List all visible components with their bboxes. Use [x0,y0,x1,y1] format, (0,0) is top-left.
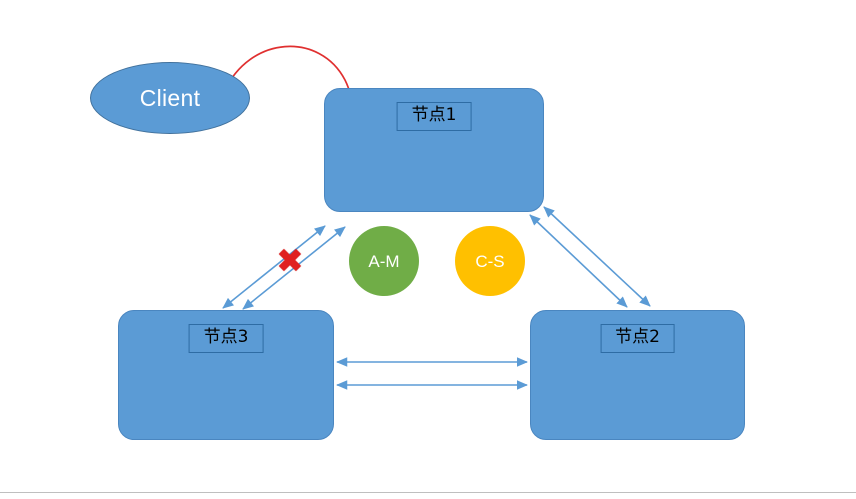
node1-title-box: 节点1 [396,102,472,131]
connector-node1-node2-a [529,214,628,308]
node3-title: 节点3 [203,327,249,347]
node1-circle-master-label: A-M [368,251,400,271]
client-label: Client [139,84,201,111]
bottom-divider [0,492,856,493]
node1-circle-master[interactable]: A-M [349,226,419,296]
node1-circle-slave[interactable]: C-S [455,226,525,296]
node1-title: 节点1 [411,105,457,125]
node-box-node1[interactable]: 节点1 A-M C-S [324,88,544,296]
node3-title-box: 节点3 [188,324,264,353]
connector-node1-node2-b [543,206,651,307]
node2-title-box: 节点2 [600,324,675,353]
link-failure-x-icon: ✖ [276,240,304,280]
node-box-node3[interactable]: 节点3 C-M B-S [118,310,334,440]
node-box-node2[interactable]: 节点2 B-M A-S [530,310,745,440]
node1-circle-slave-label: C-S [475,251,505,271]
node2-title: 节点2 [615,327,660,347]
client-node[interactable]: Client [90,62,250,134]
